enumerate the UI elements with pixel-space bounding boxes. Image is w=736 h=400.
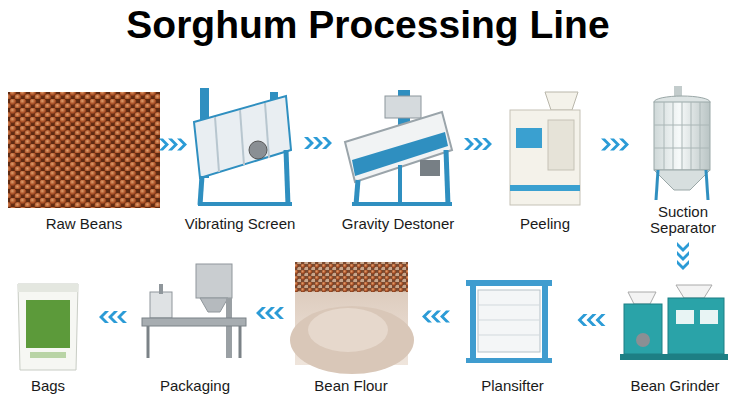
raw-beans-photo [8, 92, 160, 208]
flow-arrow [159, 139, 187, 151]
step-label: Gravity Destoner [342, 216, 455, 232]
step-label: Raw Beans [46, 216, 123, 232]
plansifter-machine [466, 280, 552, 363]
flow-arrow [456, 138, 500, 150]
gravity-destoner-machine [345, 90, 452, 205]
step-label: Bean Flour [314, 378, 387, 394]
process-step: Bean Flour [290, 262, 412, 394]
step-label: Bags [31, 378, 65, 394]
vibrating-screen-machine [194, 88, 292, 205]
bean-grinder-machine [620, 285, 728, 360]
process-step: Peeling [500, 88, 590, 232]
step-label: Vibrating Screen [185, 216, 296, 232]
bean-flour-photo [290, 262, 414, 374]
process-step: Gravity Destoner [340, 84, 456, 232]
step-label: Plansifter [481, 378, 544, 394]
flow-arrow [296, 137, 340, 149]
step-label: Peeling [520, 216, 570, 232]
flow-arrow [250, 307, 290, 319]
diagram-title: Sorghum Processing Line [0, 2, 736, 48]
step-label: Packaging [160, 378, 230, 394]
process-step: Bean Grinder [618, 276, 732, 394]
process-step: Raw Beans [6, 90, 162, 232]
process-step: Bags [10, 278, 86, 394]
process-step: Suction Separator [640, 82, 726, 236]
flow-arrow [412, 311, 460, 323]
step-label: Bean Grinder [630, 378, 719, 394]
flow-arrow [677, 236, 689, 276]
packaging-machine [142, 264, 246, 358]
step-label: Suction Separator [640, 204, 726, 236]
bag-product [18, 284, 78, 370]
flow-arrow [590, 139, 640, 151]
peeling-machine [510, 92, 580, 205]
process-step: Packaging [140, 262, 250, 394]
process-step: Vibrating Screen [184, 84, 296, 232]
process-step: Plansifter [460, 276, 565, 394]
suction-separator-machine [654, 86, 710, 200]
flow-arrow [565, 314, 618, 326]
flow-arrow [86, 311, 140, 323]
